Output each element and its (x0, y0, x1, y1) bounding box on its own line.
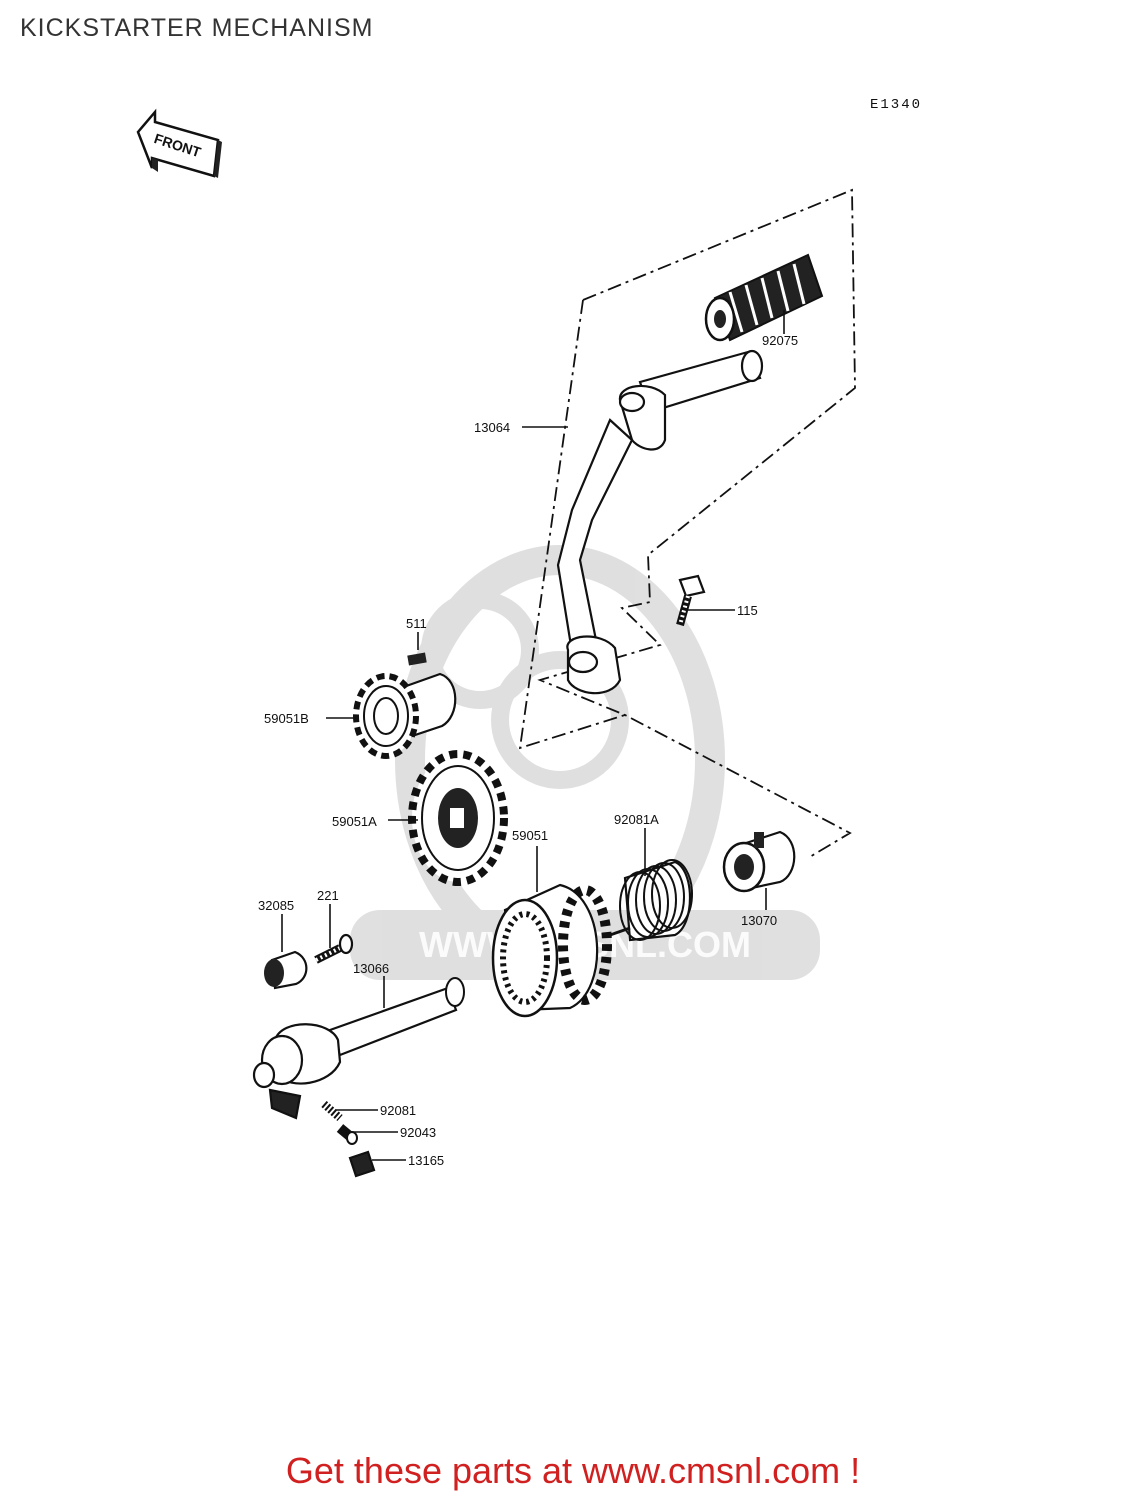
part-label-13165: 13165 (408, 1153, 444, 1168)
part-label-511: 511 (406, 616, 427, 631)
gear-59051B (353, 672, 457, 759)
screw-221 (314, 933, 354, 964)
ratchet-13165 (348, 1150, 376, 1178)
part-label-32085: 32085 (258, 898, 294, 913)
part-label-92075: 92075 (762, 333, 798, 348)
part-label-115: 115 (737, 603, 758, 618)
footer-link[interactable]: Get these parts at www.cmsnl.com ! (285, 1450, 861, 1491)
shaft-13066 (252, 977, 465, 1120)
front-arrow-icon (136, 108, 222, 178)
part-label-92081: 92081 (380, 1103, 416, 1118)
spring-92081A (609, 859, 693, 942)
diagram-code: E1340 (870, 97, 922, 113)
bolt-115 (676, 574, 706, 627)
part-label-13066: 13066 (353, 961, 389, 976)
collar-32085 (264, 950, 308, 990)
part-label-13064: 13064 (474, 420, 510, 435)
kick-pedal-rubber (704, 253, 824, 342)
part-label-59051: 59051 (512, 828, 548, 843)
kick-pedal-arm (556, 349, 764, 695)
gear-59051A (408, 750, 508, 886)
part-label-59051B: 59051B (264, 711, 309, 726)
pin-92043 (336, 1124, 358, 1145)
key-511 (407, 652, 427, 666)
part-label-13070: 13070 (741, 913, 777, 928)
assembly-boundary (518, 188, 856, 859)
spring-92081 (321, 1100, 343, 1122)
leader-lines (281, 310, 785, 1161)
part-label-59051A: 59051A (332, 814, 377, 829)
part-label-221: 221 (317, 888, 339, 903)
page-title: KICKSTARTER MECHANISM (20, 14, 374, 42)
part-label-92081A: 92081A (614, 812, 659, 827)
part-label-92043: 92043 (400, 1125, 436, 1140)
gear-59051 (491, 883, 612, 1018)
guide-13070 (722, 830, 796, 893)
